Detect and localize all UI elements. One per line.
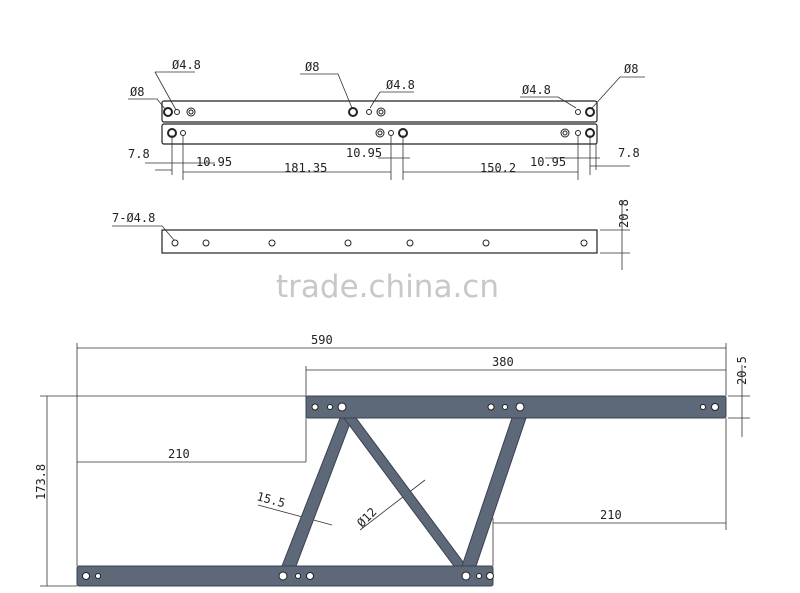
top-view: Ø4.8 Ø8 Ø8 Ø4.8 Ø4.8 Ø8 7.8 10.95 181.35… (128, 58, 645, 180)
right-strut (461, 417, 527, 567)
side-view: 7-Ø4.8 20.8 (112, 199, 631, 270)
side-bar (161, 229, 598, 254)
top-bar-length-label: 380 (492, 355, 514, 369)
overall-height-label: 173.8 (34, 464, 48, 500)
overall-width-label: 590 (311, 333, 333, 347)
hole-label: Ø4.8 (172, 58, 201, 72)
dimension-label: 7.8 (618, 146, 640, 160)
diagonal-diameter-label: Ø12 (354, 505, 379, 530)
diagonal-strut (343, 417, 467, 567)
left-strut (281, 417, 353, 567)
watermark: trade.china.cn (276, 269, 499, 305)
dimension-label: 181.35 (284, 161, 327, 175)
hole-label: Ø4.8 (386, 78, 415, 92)
frame-view: 590 380 210 210 173.8 20.5 15.5 Ø12 (34, 333, 750, 587)
left-offset-label: 210 (168, 447, 190, 461)
dimension-label: 150.2 (480, 161, 516, 175)
dimension-label: 10.95 (196, 155, 232, 169)
upper-bar-bottom (161, 123, 598, 145)
right-offset-label: 210 (600, 508, 622, 522)
hole-count-label: 7-Ø4.8 (112, 211, 155, 225)
dimension-label: 10.95 (530, 155, 566, 169)
hole-label: Ø8 (130, 85, 144, 99)
hole-label: Ø8 (305, 60, 319, 74)
dimension-label: 7.8 (128, 147, 150, 161)
hole-label: Ø4.8 (522, 83, 551, 97)
dimension-label: 10.95 (346, 146, 382, 160)
strut-width-label: 15.5 (255, 489, 287, 510)
hole-label: Ø8 (624, 62, 638, 76)
bar-height-label: 20.5 (735, 356, 749, 385)
height-label: 20.8 (617, 199, 631, 228)
